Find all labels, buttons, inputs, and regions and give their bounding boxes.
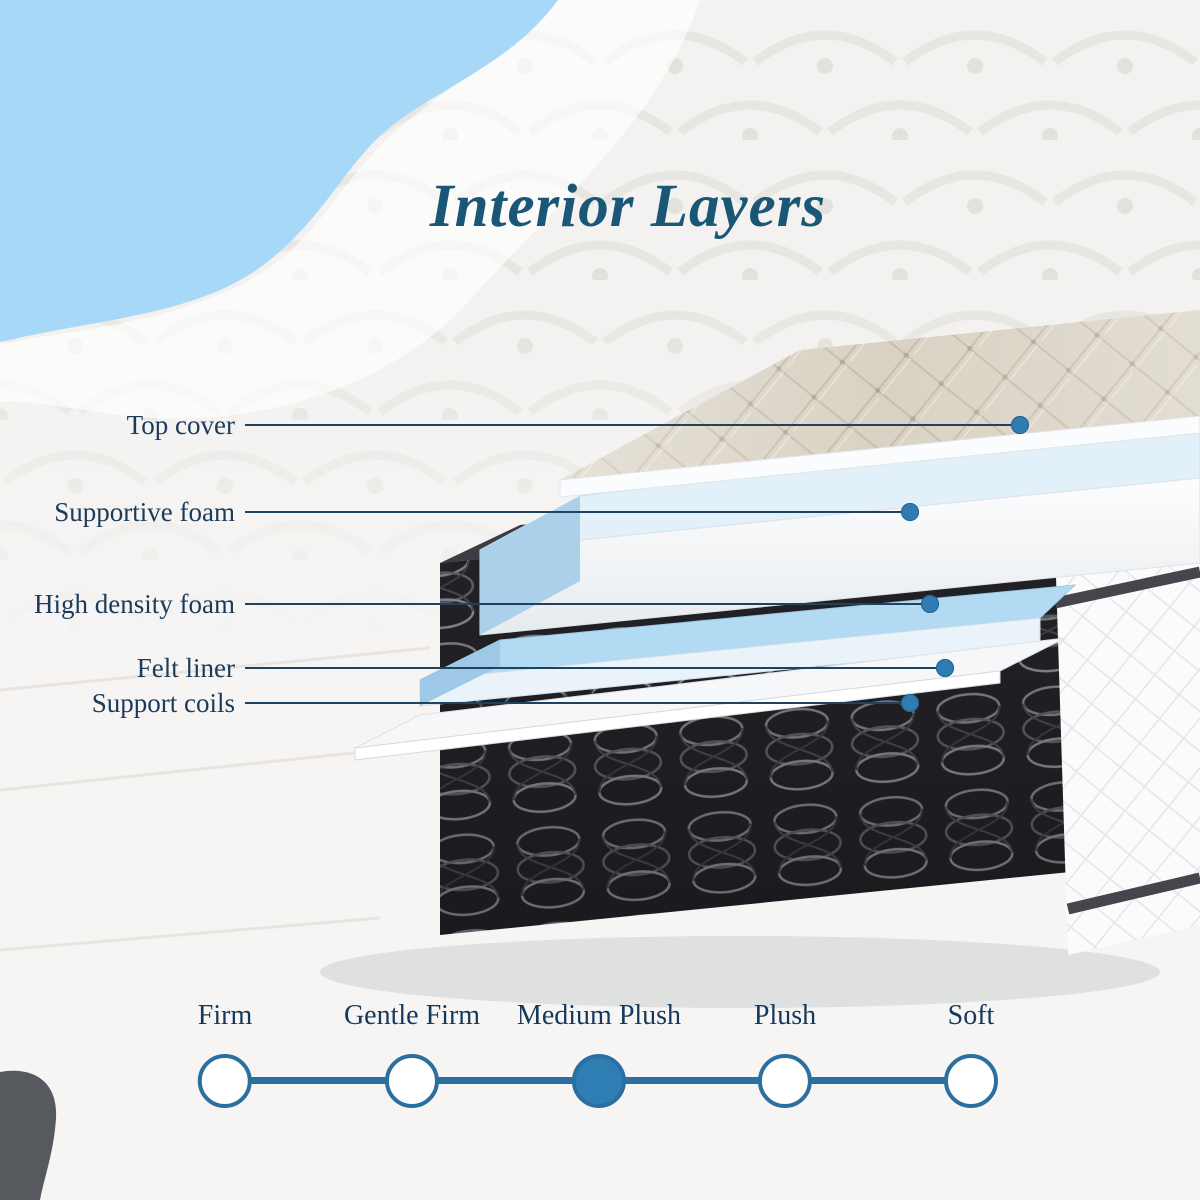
callout-dot xyxy=(1011,416,1029,434)
side-panel-bottom-tape xyxy=(1066,872,1200,915)
high-density-foam-left-face xyxy=(420,640,500,706)
firmness-option-gentle-firm: Gentle Firm xyxy=(344,1000,480,1108)
callout-supportive-foam: Supportive foam xyxy=(10,497,919,527)
callout-label-support-coils: Support coils xyxy=(91,687,235,718)
callout-high-density-foam: High density foam xyxy=(10,589,939,619)
blue-corner-blob xyxy=(0,0,558,342)
bed-leg-photo xyxy=(0,1070,57,1200)
firmness-option-medium-plush: Medium Plush xyxy=(517,1000,681,1108)
callout-top-cover: Top cover xyxy=(10,410,1029,440)
callout-dot xyxy=(921,595,939,613)
firmness-option-label: Firm xyxy=(197,1000,253,1031)
callout-dot xyxy=(901,503,919,521)
supportive-foam-left-face xyxy=(480,496,580,635)
side-panel-top-tape xyxy=(1053,566,1200,609)
firmness-option-plush: Plush xyxy=(754,1000,816,1108)
white-wave-shape xyxy=(0,0,700,419)
callout-label-high-density-foam: High density foam xyxy=(34,588,235,619)
callout-dot xyxy=(936,659,954,677)
leader-line xyxy=(245,424,1011,426)
firmness-marker-selected xyxy=(571,1054,626,1108)
firmness-option-label: Plush xyxy=(753,1000,817,1031)
firmness-option-soft: Soft xyxy=(944,1000,998,1108)
callout-dot xyxy=(901,694,919,712)
callout-label-felt-liner: Felt liner xyxy=(136,652,235,683)
leader-line xyxy=(245,511,901,513)
firmness-marker xyxy=(385,1054,439,1108)
callout-label-top-cover: Top cover xyxy=(126,409,235,440)
leader-line xyxy=(245,667,936,669)
firmness-option-label: Gentle Firm xyxy=(343,1000,481,1031)
mattress-shadow xyxy=(320,936,1160,1008)
callout-label-supportive-foam: Supportive foam xyxy=(54,496,235,527)
top-cover-front-edge xyxy=(559,415,1200,498)
callout-felt-liner: Felt liner xyxy=(10,653,954,683)
mattress-layers-group xyxy=(354,310,1200,955)
leader-line xyxy=(245,702,901,704)
callout-support-coils: Support coils xyxy=(10,688,919,718)
firmness-marker xyxy=(944,1054,998,1108)
side-panel xyxy=(1055,514,1200,955)
bed-frame-lines xyxy=(0,646,431,952)
firmness-marker xyxy=(758,1054,812,1108)
firmness-option-label: Medium Plush xyxy=(516,1000,682,1031)
firmness-option-firm: Firm xyxy=(198,1000,252,1108)
firmness-marker xyxy=(198,1054,252,1108)
page-title: Interior Layers xyxy=(429,173,827,240)
leader-line xyxy=(245,603,921,605)
firmness-option-label: Soft xyxy=(947,1000,995,1031)
felt-liner-front-face xyxy=(354,670,1001,761)
top-cover-quilt-sheen xyxy=(560,310,1200,480)
